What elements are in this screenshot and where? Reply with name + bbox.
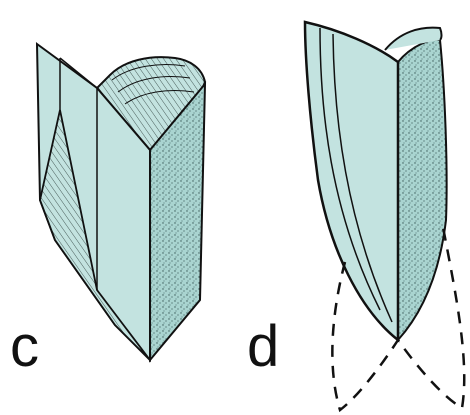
crystal-d-right-face: [398, 40, 447, 340]
crystal-d-left-face: [305, 22, 398, 340]
panel-label-c: c: [10, 318, 39, 376]
crystal-c: [37, 44, 205, 360]
crystal-d: [305, 22, 464, 410]
panel-label-d: d: [247, 318, 279, 376]
